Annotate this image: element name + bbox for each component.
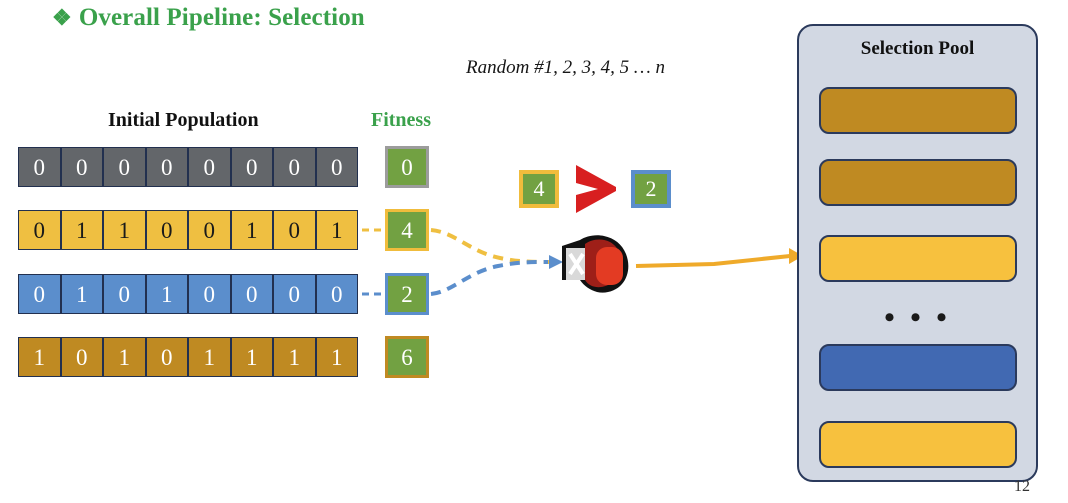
chromosome-row-gold: 1 0 1 0 1 1 1 1 (18, 337, 358, 377)
fitness-header: Fitness (371, 109, 431, 131)
selection-pool: Selection Pool • • • (797, 24, 1038, 482)
pool-ellipsis: • • • (884, 301, 951, 334)
bit-cell: 0 (18, 274, 61, 314)
bit-cell: 0 (145, 337, 188, 377)
bit-cell: 0 (230, 274, 273, 314)
bit-cell: 0 (145, 210, 188, 250)
bit-cell: 0 (273, 210, 316, 250)
greater-than-arrow-icon (572, 163, 620, 220)
chromosome-row-gray: 0 0 0 0 0 0 0 0 (18, 147, 358, 187)
bit-cell: 1 (145, 274, 188, 314)
chromosome-row-blue: 0 1 0 1 0 0 0 0 (18, 274, 358, 314)
bit-cell: 0 (188, 274, 231, 314)
bit-cell: 0 (315, 147, 358, 187)
bit-cell: 0 (230, 147, 273, 187)
diamond-bullet-icon: ❖ (52, 5, 72, 30)
random-number-note: Random #1, 2, 3, 4, 5 … n (466, 57, 665, 78)
bit-cell: 0 (18, 147, 61, 187)
bit-cell: 1 (230, 337, 273, 377)
bit-cell: 0 (145, 147, 188, 187)
bit-cell: 1 (103, 337, 146, 377)
pool-bar-3 (819, 235, 1017, 282)
comparison-right-value: 2 (631, 170, 671, 208)
bit-cell: 0 (103, 274, 146, 314)
bit-cell: 0 (60, 147, 103, 187)
grabbing-hand-icon: X (552, 234, 634, 301)
bit-cell: 1 (188, 337, 231, 377)
initial-population-header: Initial Population (108, 109, 259, 131)
fitness-value-blue: 2 (385, 273, 429, 315)
pool-bar-1 (819, 87, 1017, 134)
pool-bar-4 (819, 344, 1017, 391)
bit-cell: 0 (188, 210, 231, 250)
page-number: 12 (1014, 478, 1030, 495)
bit-cell: 0 (60, 337, 103, 377)
fitness-value-yellow: 4 (385, 209, 429, 251)
page-title: ❖Overall Pipeline: Selection (52, 4, 365, 32)
bit-cell: 0 (103, 147, 146, 187)
page-title-text: Overall Pipeline: Selection (78, 4, 365, 31)
selection-pool-title: Selection Pool (860, 38, 975, 59)
fitness-value-gray: 0 (385, 146, 429, 188)
bit-cell: 0 (188, 147, 231, 187)
bit-cell: 1 (18, 337, 61, 377)
bit-cell: 1 (60, 210, 103, 250)
bit-cell: 1 (60, 274, 103, 314)
chromosome-row-yellow: 0 1 1 0 0 1 0 1 (18, 210, 358, 250)
bit-cell: 0 (273, 147, 316, 187)
pool-bar-2 (819, 159, 1017, 206)
pool-bar-5 (819, 421, 1017, 468)
bit-cell: 0 (18, 210, 61, 250)
bit-cell: 0 (315, 274, 358, 314)
bit-cell: 1 (273, 337, 316, 377)
fitness-value-gold: 6 (385, 336, 429, 378)
bit-cell: 1 (103, 210, 146, 250)
bit-cell: 1 (315, 337, 358, 377)
comparison-left-value: 4 (519, 170, 559, 208)
bit-cell: 0 (273, 274, 316, 314)
bit-cell: 1 (230, 210, 273, 250)
bit-cell: 1 (315, 210, 358, 250)
